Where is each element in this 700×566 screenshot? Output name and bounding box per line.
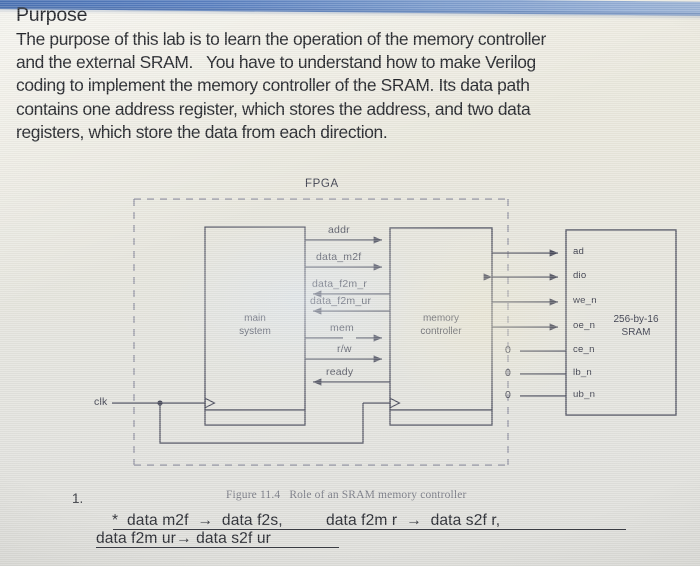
bus-label-addr: addr bbox=[328, 224, 350, 236]
figure-caption-number: Figure 11.4 bbox=[226, 489, 281, 501]
sram-pin-we-n: we_n bbox=[573, 295, 597, 306]
sram-label-line2: SRAM bbox=[621, 327, 651, 338]
memory-controller-label-line2: controller bbox=[420, 326, 462, 337]
item-number: 1. bbox=[72, 491, 84, 506]
bus-label-data-f2m-r: data_f2m_r bbox=[312, 278, 368, 290]
bus-label-mem: mem bbox=[330, 322, 354, 334]
annotation-line1: * data m2f → data f2s, bbox=[112, 512, 283, 529]
tie-low-lb-n: 0 bbox=[505, 367, 512, 379]
annotation-underline-2 bbox=[96, 547, 339, 548]
purpose-paragraph: The purpose of this lab is to learn the … bbox=[16, 28, 688, 144]
fpga-label: FPGA bbox=[305, 178, 339, 190]
paragraph-line: The purpose of this lab is to learn the … bbox=[16, 29, 546, 49]
main-system-label: main system bbox=[205, 312, 305, 338]
sram-pin-ad: ad bbox=[573, 246, 585, 257]
annotation-line2: data f2m ur→ data s2f ur bbox=[96, 530, 271, 547]
annotation-underline-1a bbox=[113, 529, 324, 530]
figure-caption-text: Role of an SRAM memory controller bbox=[289, 489, 467, 501]
paragraph-line: contains one address register, which sto… bbox=[16, 98, 531, 119]
bus-label-data-m2f: data_m2f bbox=[316, 251, 362, 263]
annotation-underline-1b bbox=[324, 529, 626, 530]
sram-pin-dio: dio bbox=[573, 270, 587, 281]
page-title: Purpose bbox=[16, 4, 88, 26]
paragraph-line: and the external SRAM. You have to under… bbox=[16, 52, 536, 73]
paragraph-line: coding to implement the memory controlle… bbox=[16, 75, 530, 96]
sram-pin-oe-n: oe_n bbox=[573, 320, 596, 331]
tie-low-ub-n: 0 bbox=[505, 389, 512, 401]
figure-caption: Figure 11.4 Role of an SRAM memory contr… bbox=[226, 489, 466, 501]
sram-label: 256-by-16 SRAM bbox=[596, 313, 676, 339]
main-system-label-line2: system bbox=[239, 326, 271, 337]
bus-label-ready: ready bbox=[326, 366, 354, 378]
memory-controller-label: memory controller bbox=[390, 312, 492, 338]
annotation-line1b: data f2m r → data s2f r, bbox=[326, 512, 501, 529]
tie-low-ce-n: 0 bbox=[505, 344, 512, 356]
main-system-label-line1: main bbox=[244, 313, 266, 324]
sram-pin-ub-n: ub_n bbox=[573, 389, 596, 400]
sram-label-line1: 256-by-16 bbox=[613, 314, 659, 325]
sram-pin-lb-n: lb_n bbox=[573, 367, 592, 378]
memory-controller-label-line1: memory bbox=[422, 313, 460, 324]
purpose-section: Purpose The purpose of this lab is to le… bbox=[16, 4, 688, 144]
bus-label-rw: r/w bbox=[337, 343, 352, 355]
paragraph-line: registers, which store the data from eac… bbox=[16, 121, 388, 142]
clk-label: clk bbox=[94, 396, 108, 408]
sram-pin-ce-n: ce_n bbox=[573, 344, 595, 355]
bus-label-data-f2m-ur: data_f2m_ur bbox=[310, 295, 372, 307]
